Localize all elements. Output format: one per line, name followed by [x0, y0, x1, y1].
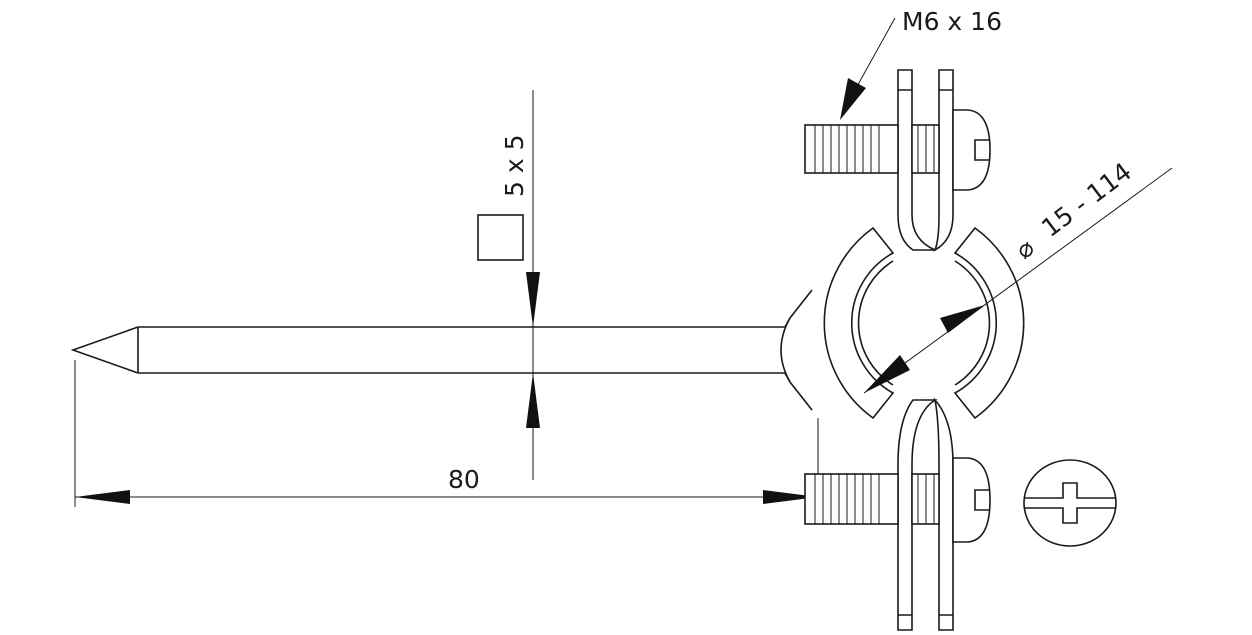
length-dimension: 80 — [74, 360, 819, 507]
section-dimension: 5 x 5 — [477, 90, 540, 480]
length-label: 80 — [448, 465, 480, 494]
screw-size-label: M6 x 16 — [902, 7, 1002, 36]
clamp-plates — [897, 69, 954, 631]
clamp-body — [823, 226, 1025, 420]
square-section-icon — [477, 214, 524, 261]
top-bolt — [804, 109, 991, 191]
nail — [70, 289, 813, 411]
section-label: 5 x 5 — [500, 135, 529, 198]
diameter-symbol: ⌀ — [1010, 233, 1039, 265]
screw-head-icon — [1023, 459, 1117, 547]
screw-callout: M6 x 16 — [840, 7, 1002, 120]
bottom-bolt — [804, 457, 991, 543]
